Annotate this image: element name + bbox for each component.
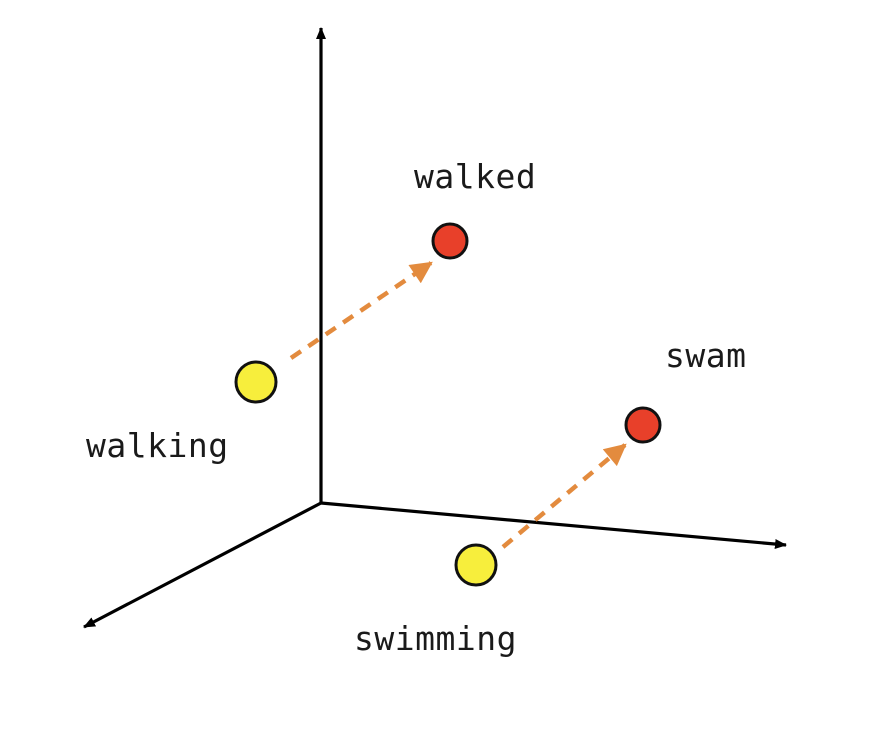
walked-point	[431, 222, 469, 260]
arrow-walking-to-walked	[289, 261, 433, 360]
points	[234, 222, 662, 587]
arrow-swimming-to-swam	[501, 443, 627, 549]
walked-label: walked	[414, 157, 536, 196]
axes	[83, 27, 787, 629]
swam-point	[624, 406, 662, 444]
swam-label: swam	[665, 336, 746, 375]
right-axis	[320, 501, 787, 549]
swimming-label: swimming	[354, 619, 517, 658]
walking-label: walking	[86, 426, 229, 465]
word-labels: walked walking swam swimming	[86, 157, 746, 658]
left-axis	[83, 501, 322, 629]
walking-point	[234, 360, 278, 404]
swimming-point	[454, 543, 498, 587]
relation-arrows	[289, 261, 627, 549]
